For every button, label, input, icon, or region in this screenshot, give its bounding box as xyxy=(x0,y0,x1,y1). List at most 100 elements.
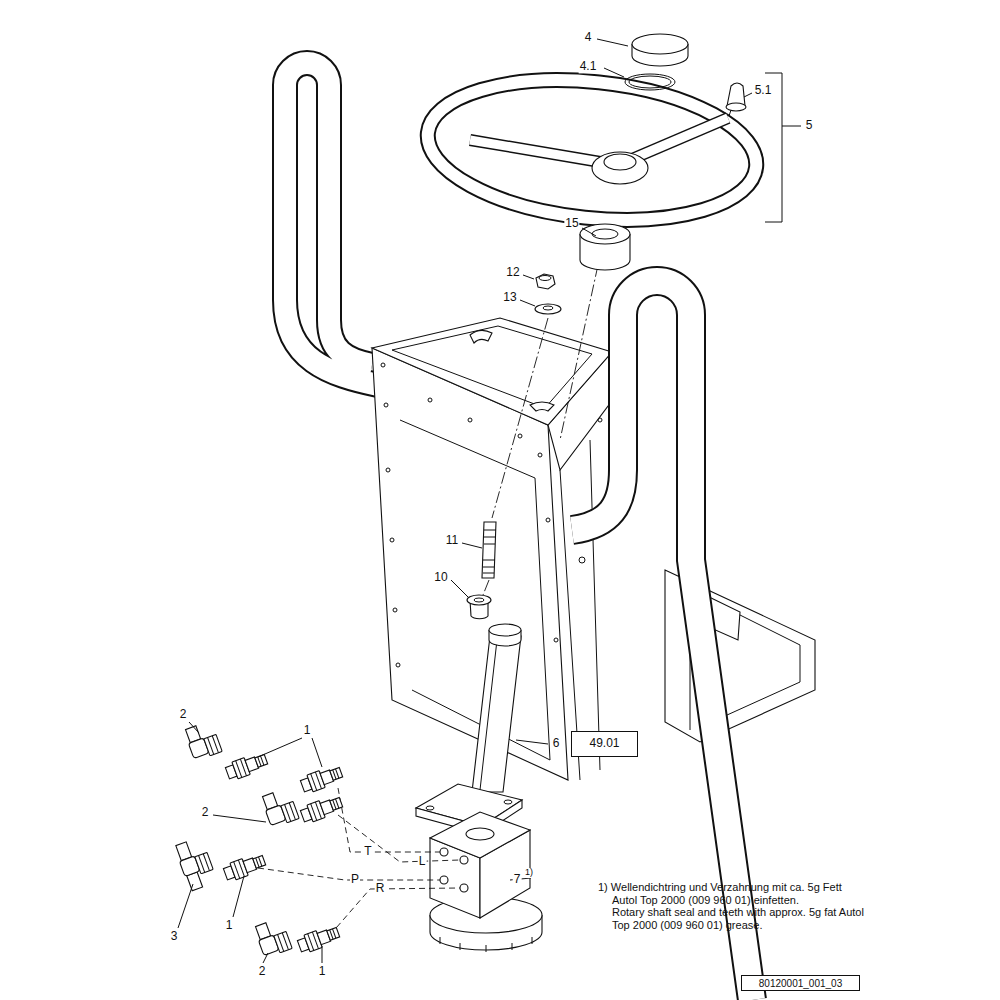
callout-number: 5 xyxy=(805,119,814,132)
stud xyxy=(482,522,496,578)
nut xyxy=(539,276,551,281)
o-ring xyxy=(625,74,675,90)
stud xyxy=(484,530,496,531)
drawing-number-box: 80120001_001_03 xyxy=(741,975,860,991)
steering-unit xyxy=(466,828,494,840)
steering-unit xyxy=(430,812,530,858)
leader-lines xyxy=(744,93,752,97)
washer xyxy=(535,304,561,314)
steering-wheel xyxy=(604,154,636,170)
hose-lines xyxy=(338,788,440,852)
box-text: 49.01 xyxy=(589,737,619,750)
washer xyxy=(543,306,553,310)
steering-unit xyxy=(460,884,468,892)
steering-wheel xyxy=(421,65,763,235)
handrail-left xyxy=(285,63,378,385)
leader-lines xyxy=(582,228,596,236)
callout-number: 2 xyxy=(258,965,267,978)
console xyxy=(428,398,432,402)
footnote-mark: 1) xyxy=(524,868,534,878)
callout-number: 15 xyxy=(564,217,579,230)
fittings xyxy=(222,852,267,883)
stud xyxy=(482,522,496,578)
port-letter: L xyxy=(418,855,427,868)
nut xyxy=(536,274,555,289)
callout-number: 1 xyxy=(318,965,327,978)
callout-number: 1 xyxy=(303,724,312,737)
console xyxy=(554,638,558,642)
leader-lines xyxy=(462,543,482,548)
o-ring xyxy=(629,76,671,88)
stud xyxy=(484,537,496,538)
callout-number: 10 xyxy=(433,571,448,584)
callout-number: 4.1 xyxy=(579,60,598,73)
stud xyxy=(484,544,495,545)
fittings xyxy=(174,836,218,891)
console xyxy=(396,663,400,667)
console xyxy=(392,326,592,408)
console xyxy=(384,403,388,407)
console xyxy=(518,434,522,438)
leader-lines xyxy=(516,740,548,744)
leader-lines xyxy=(604,68,624,77)
nut xyxy=(536,274,555,289)
center-axis xyxy=(492,318,548,518)
steering-unit xyxy=(430,812,542,952)
leader-lines xyxy=(322,946,323,963)
callout-number: 12 xyxy=(505,266,520,279)
note-text: 1) Wellendichtring und Verzahnung mit ca… xyxy=(598,881,867,906)
fittings xyxy=(261,787,300,828)
steering-wheel xyxy=(421,65,763,235)
console xyxy=(598,418,602,422)
steering-unit xyxy=(486,945,487,952)
console xyxy=(546,518,550,522)
console xyxy=(386,468,390,472)
bushing xyxy=(467,595,491,605)
steering-column xyxy=(416,624,522,834)
console xyxy=(470,330,492,343)
cap xyxy=(632,34,688,54)
hose-lines xyxy=(258,788,460,935)
steering-column xyxy=(426,806,434,810)
center-axis xyxy=(560,265,598,440)
callout-number: 4 xyxy=(584,31,593,44)
callout-number: 2 xyxy=(201,806,210,819)
console xyxy=(538,453,542,457)
note-text: Rotary shaft seal and teeth with approx.… xyxy=(612,906,867,931)
fittings xyxy=(299,764,344,795)
fittings xyxy=(296,924,341,955)
leader-lines xyxy=(178,884,193,928)
handrail-left xyxy=(285,63,378,385)
stud xyxy=(483,567,494,568)
callout-number: 1 xyxy=(225,919,234,932)
cap xyxy=(632,34,688,66)
bushing xyxy=(474,598,484,602)
box-text: 80120001_001_03 xyxy=(759,978,842,989)
console xyxy=(590,440,600,770)
steering-column xyxy=(504,800,512,804)
console xyxy=(530,402,554,411)
steering-column xyxy=(472,636,521,792)
handrail-left xyxy=(285,63,378,385)
stud xyxy=(483,573,494,574)
callout-number: 7 xyxy=(513,873,522,886)
console xyxy=(400,420,550,760)
fittings xyxy=(184,720,223,761)
leader-lines xyxy=(523,275,534,279)
console xyxy=(372,318,612,425)
steering-wheel xyxy=(592,152,648,184)
callout-number: 2 xyxy=(179,708,188,721)
spacer xyxy=(580,224,630,270)
console xyxy=(393,608,397,612)
stud xyxy=(483,560,495,561)
callout-number: 5.1 xyxy=(754,84,773,97)
steering-unit xyxy=(512,943,513,950)
steering-unit xyxy=(440,848,448,856)
leader-lines xyxy=(178,39,801,963)
spacer xyxy=(592,229,618,239)
leader-lines xyxy=(263,953,268,963)
leader-lines xyxy=(520,300,535,306)
steering-wheel xyxy=(726,103,746,111)
leader-lines xyxy=(451,580,468,597)
